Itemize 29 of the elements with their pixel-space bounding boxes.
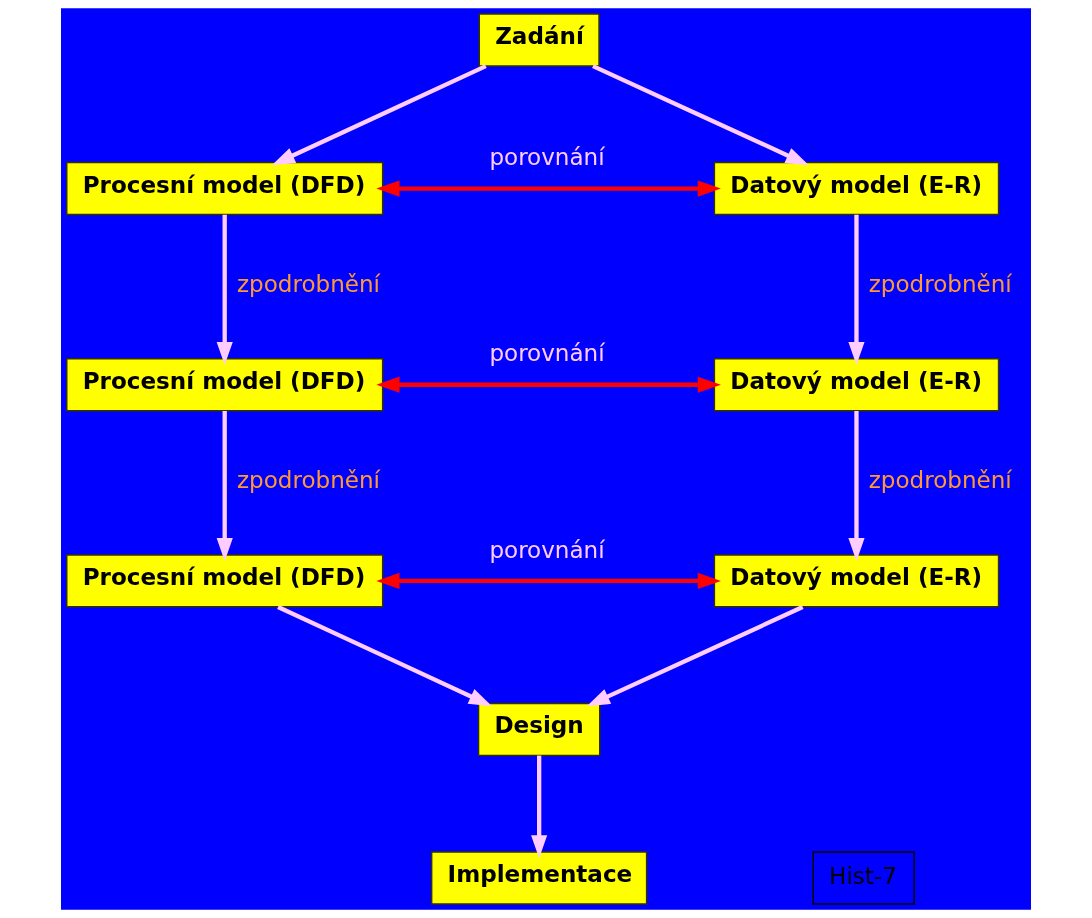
arrow bbox=[592, 64, 809, 166]
node-box: Datový model (E-R) bbox=[713, 161, 1000, 216]
node-box: Datový model (E-R) bbox=[713, 554, 1000, 608]
arrow bbox=[848, 411, 865, 562]
node-box: Procesní model (DFD) bbox=[66, 554, 384, 608]
edge-label: porovnání bbox=[489, 536, 605, 563]
edge-label: zpodrobnění bbox=[868, 271, 1012, 298]
arrow bbox=[216, 411, 233, 562]
node-box: Datový model (E-R) bbox=[713, 358, 1000, 412]
node-box: Implementace bbox=[430, 851, 648, 905]
edge-label: zpodrobnění bbox=[868, 467, 1012, 494]
arrow bbox=[531, 755, 548, 859]
edge-label: zpodrobnění bbox=[236, 271, 381, 298]
arrow bbox=[376, 376, 721, 393]
edge-label: porovnání bbox=[489, 144, 605, 171]
node-box: Design bbox=[477, 702, 601, 757]
arrow bbox=[586, 605, 804, 707]
arrow bbox=[376, 180, 721, 197]
arrow bbox=[848, 214, 865, 366]
arrow bbox=[216, 214, 233, 366]
arrow bbox=[271, 64, 487, 166]
arrow bbox=[376, 572, 721, 589]
node-box: Hist-7 bbox=[812, 851, 915, 905]
node-box: Zadání bbox=[478, 13, 600, 67]
arrow bbox=[277, 605, 492, 707]
edge-label: zpodrobnění bbox=[236, 467, 381, 494]
node-box: Procesní model (DFD) bbox=[66, 358, 384, 412]
node-box: Procesní model (DFD) bbox=[66, 161, 384, 216]
edge-label: porovnání bbox=[489, 340, 605, 367]
